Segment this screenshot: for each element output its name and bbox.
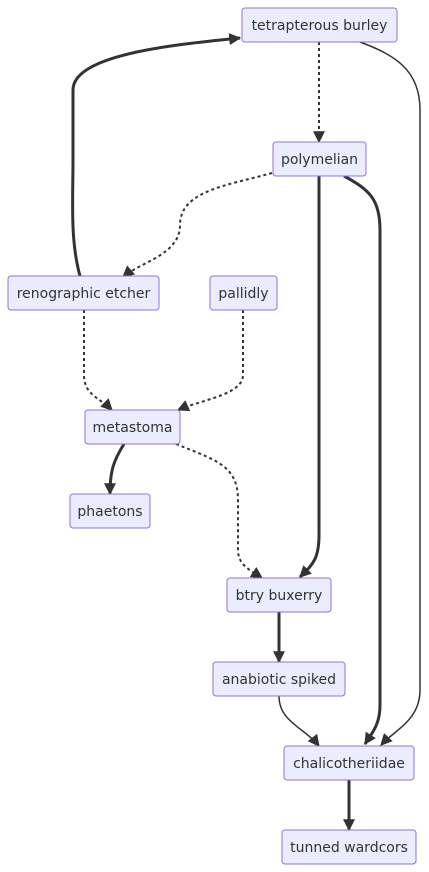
edge-renographic-to-tetrapterous xyxy=(71,33,242,277)
node-label: pallidly xyxy=(218,286,268,302)
node-metastoma[interactable]: metastoma xyxy=(84,409,181,445)
edges-layer xyxy=(71,33,421,832)
node-tunned-wardcors[interactable]: tunned wardcors xyxy=(281,829,417,865)
edge-tetrapterous-to-chalicotheriidae xyxy=(359,41,421,746)
node-chalicotheriidae[interactable]: chalicotheriidae xyxy=(283,745,415,781)
edge-metastoma-to-phaetons xyxy=(104,443,126,496)
node-anabiotic-spiked[interactable]: anabiotic spiked xyxy=(212,661,346,697)
node-btry-buxerry[interactable]: btry buxerry xyxy=(226,577,332,613)
node-label: renographic etcher xyxy=(17,286,151,302)
edge-pallidly-to-metastoma xyxy=(176,310,244,411)
node-label: chalicotheriidae xyxy=(293,756,405,772)
node-label: tetrapterous burley xyxy=(252,18,388,34)
edge-anabiotic-to-chalicotheriidae xyxy=(278,695,320,747)
node-label: tunned wardcors xyxy=(290,840,408,856)
node-label: btry buxerry xyxy=(236,588,323,604)
node-label: polymelian xyxy=(281,152,358,168)
edge-polymelian-to-chalicotheriidae xyxy=(343,174,382,746)
edge-polymelian-to-renographic xyxy=(122,172,273,278)
edge-polymelian-to-btry xyxy=(298,176,321,579)
node-label: phaetons xyxy=(77,504,142,520)
nodes-layer: tetrapterous burley polymelian renograph… xyxy=(7,7,417,865)
node-pallidly[interactable]: pallidly xyxy=(209,275,278,311)
edge-renographic-to-metastoma xyxy=(83,310,113,411)
node-phaetons[interactable]: phaetons xyxy=(69,493,151,529)
node-label: anabiotic spiked xyxy=(222,672,336,688)
node-tetrapterous-burley[interactable]: tetrapterous burley xyxy=(241,7,398,43)
edge-metastoma-to-btry xyxy=(175,443,263,579)
node-label: metastoma xyxy=(93,420,173,436)
node-renographic-etcher[interactable]: renographic etcher xyxy=(7,275,160,311)
node-polymelian[interactable]: polymelian xyxy=(272,141,367,177)
